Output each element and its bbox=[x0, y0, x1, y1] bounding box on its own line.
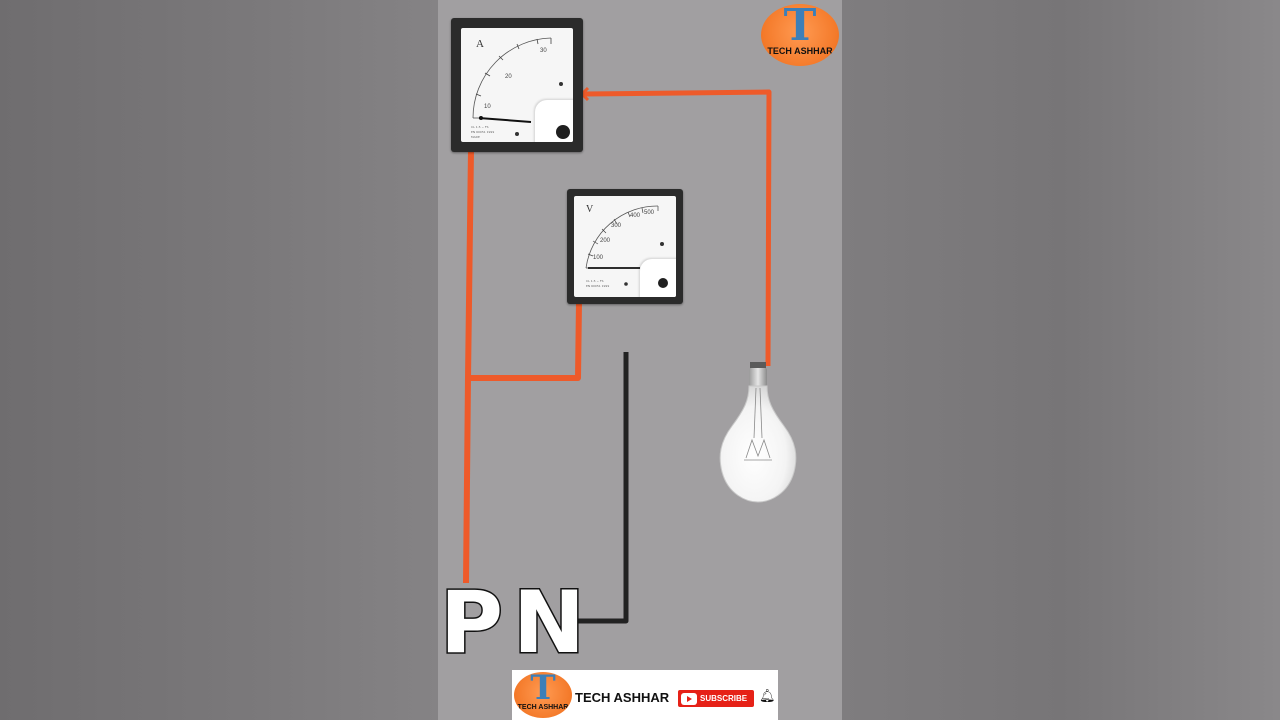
logo-text: TECH ASHHAR bbox=[767, 46, 833, 56]
blurred-background-right bbox=[842, 0, 1280, 720]
logo-text: TECH ASHHAR bbox=[517, 704, 569, 711]
ammeter-scale-label: 20 bbox=[505, 74, 512, 80]
logo-t-glyph: T bbox=[783, 4, 817, 51]
neutral-terminal-label: N bbox=[512, 573, 587, 673]
bell-icon[interactable]: 🔔︎ bbox=[759, 688, 776, 703]
voltmeter-dial: CL 1.5 ~ FS EN 60051 1999 bbox=[574, 196, 676, 297]
voltmeter-unit-label: V bbox=[586, 204, 594, 215]
voltmeter-scale-label: 300 bbox=[611, 223, 622, 229]
live-wire-ammeter-to-bulb bbox=[583, 89, 772, 367]
subscribe-banner: T TECH ASHHAR TECH ASHHAR SUBSCRIBE 🔔︎ bbox=[512, 670, 778, 720]
phase-terminal-label: P bbox=[438, 573, 504, 673]
subscribe-label: SUBSCRIBE bbox=[700, 694, 748, 703]
voltmeter-scale-label: 200 bbox=[600, 238, 611, 244]
svg-text:EN 60051 1999: EN 60051 1999 bbox=[471, 130, 494, 134]
voltmeter-zero-adjust-plate bbox=[640, 259, 676, 297]
ammeter-needle bbox=[478, 117, 532, 123]
ammeter: CL 1.5 ~ FS EN 60051 1999 MADE A 10 20 3… bbox=[451, 18, 583, 152]
youtube-play-icon bbox=[681, 692, 697, 705]
channel-name[interactable]: TECH ASHHAR bbox=[575, 690, 670, 705]
svg-text:MADE: MADE bbox=[471, 135, 480, 139]
neutral-wire bbox=[574, 352, 629, 624]
ammeter-unit-label: A bbox=[476, 38, 484, 50]
svg-text:EN 60051 1999: EN 60051 1999 bbox=[586, 284, 609, 288]
light-bulb bbox=[719, 362, 797, 503]
svg-text:CL 1.5 ~ FS: CL 1.5 ~ FS bbox=[471, 125, 489, 129]
subscribe-button[interactable]: SUBSCRIBE bbox=[678, 690, 754, 707]
blurred-background-left bbox=[0, 0, 438, 720]
ammeter-dial: CL 1.5 ~ FS EN 60051 1999 MADE bbox=[461, 28, 573, 142]
svg-text:CL 1.5 ~ FS: CL 1.5 ~ FS bbox=[586, 279, 604, 283]
voltmeter-scale-label: 100 bbox=[593, 255, 604, 261]
channel-avatar[interactable]: T TECH ASHHAR bbox=[514, 672, 572, 718]
ammeter-scale-label: 30 bbox=[540, 48, 547, 54]
ammeter-scale-label: 10 bbox=[484, 104, 491, 110]
ammeter-scale: CL 1.5 ~ FS EN 60051 1999 MADE bbox=[471, 37, 563, 139]
ammeter-zero-adjust-knob bbox=[556, 125, 570, 139]
live-wire-to-voltmeter bbox=[468, 301, 582, 381]
voltmeter-scale-label: 400 bbox=[630, 213, 641, 219]
voltmeter: CL 1.5 ~ FS EN 60051 1999 V 100 200 300 … bbox=[567, 189, 683, 304]
logo-t-glyph: T bbox=[530, 672, 556, 708]
voltmeter-scale-label: 500 bbox=[644, 210, 655, 216]
channel-logo-watermark: T TECH ASHHAR bbox=[761, 4, 839, 66]
voltmeter-zero-adjust-knob bbox=[658, 278, 668, 288]
voltmeter-scale: CL 1.5 ~ FS EN 60051 1999 bbox=[585, 205, 664, 288]
live-wire-to-ammeter bbox=[463, 149, 474, 584]
circuit-wires bbox=[463, 86, 772, 624]
